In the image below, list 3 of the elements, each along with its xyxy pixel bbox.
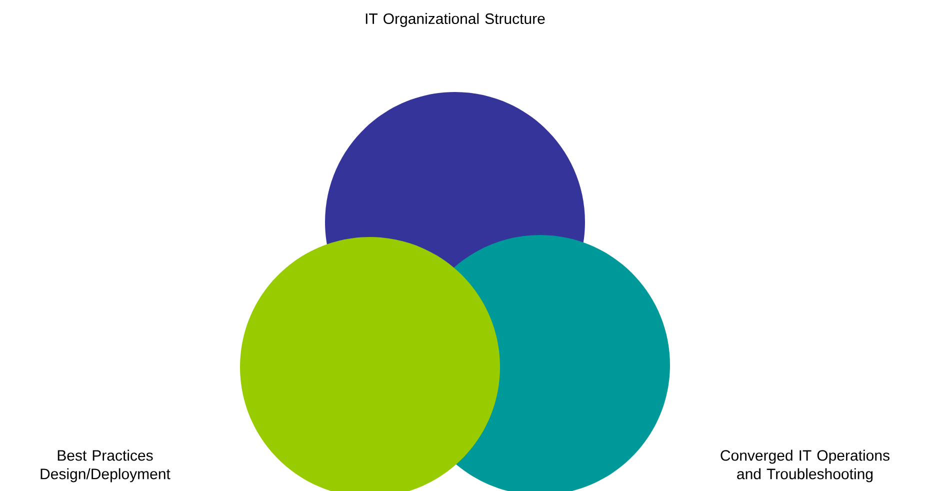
circle-label: IT Organizational Structure xyxy=(366,13,545,27)
circle-label: Converged IT Operations and Troubleshooting xyxy=(720,450,890,482)
circle-label: Best Practices Design/Deployment xyxy=(40,450,170,482)
